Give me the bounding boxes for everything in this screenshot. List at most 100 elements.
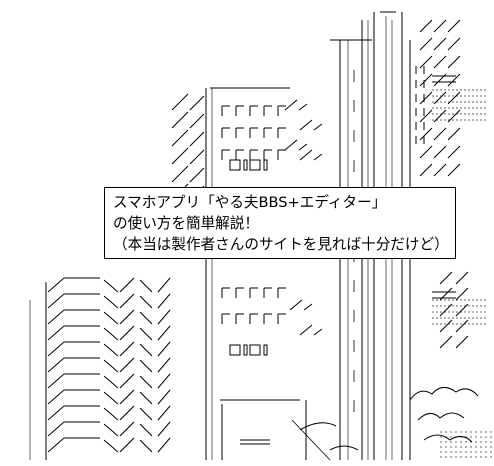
art-stroke — [47, 309, 65, 325]
art-stroke — [433, 19, 447, 33]
art-stroke — [419, 73, 433, 87]
art-curve — [423, 434, 473, 443]
art-stroke — [298, 143, 308, 151]
art-stroke — [47, 341, 65, 357]
art-stroke — [157, 357, 171, 373]
art-stroke — [47, 389, 65, 405]
caption-line-2: の使い方を簡単解説！ — [113, 215, 259, 232]
art-stroke — [139, 407, 153, 421]
art-stroke — [291, 419, 331, 461]
art-stroke — [47, 277, 65, 293]
art-stroke — [139, 375, 153, 389]
art-stroke — [284, 139, 298, 151]
art-stroke — [119, 437, 135, 453]
art-stroke — [284, 99, 298, 111]
art-stroke — [139, 343, 153, 357]
caption-box: スマホアプリ「やる夫BBS+エディター」 の使い方を簡単解説！ （本当は製作者さ… — [104, 187, 456, 259]
art-stroke — [419, 109, 433, 123]
art-stroke — [189, 167, 205, 183]
art-stroke — [447, 145, 461, 159]
art-stroke — [419, 55, 433, 69]
art-stroke — [157, 405, 171, 421]
art-stroke — [157, 309, 171, 325]
art-stroke — [433, 37, 447, 51]
art-window — [229, 159, 241, 171]
art-stroke — [171, 147, 189, 165]
art-stroke — [47, 293, 65, 309]
art-stroke — [47, 405, 65, 421]
art-stroke — [157, 421, 171, 437]
art-stroke — [455, 319, 469, 333]
art-stroke — [139, 359, 153, 373]
art-stroke — [119, 357, 135, 373]
art-stroke — [103, 327, 119, 341]
art-stroke — [171, 129, 189, 147]
art-stroke — [439, 335, 453, 349]
art-stroke — [157, 325, 171, 341]
art-stroke — [103, 311, 119, 325]
art-stroke — [447, 73, 461, 87]
art-stroke — [47, 357, 65, 373]
caption-line-1: スマホアプリ「やる夫BBS+エディター」 — [113, 194, 387, 211]
art-stroke — [119, 405, 135, 421]
art-curve — [299, 422, 337, 431]
art-stroke — [171, 111, 189, 129]
art-stroke — [103, 375, 119, 389]
art-stroke — [139, 391, 153, 405]
art-stroke — [189, 95, 205, 111]
art-window — [243, 344, 248, 356]
art-stroke — [47, 437, 65, 453]
art-stroke — [119, 325, 135, 341]
art-stroke — [119, 341, 135, 357]
art-stroke — [299, 149, 313, 161]
art-stroke — [419, 37, 433, 51]
art-window — [263, 344, 268, 356]
art-stroke — [189, 149, 205, 165]
art-window — [229, 344, 241, 356]
art-stroke — [47, 325, 65, 341]
art-stroke — [455, 287, 469, 301]
art-stroke — [103, 359, 119, 373]
art-stroke — [455, 271, 469, 285]
art-stroke — [298, 103, 308, 111]
art-stroke — [447, 163, 461, 177]
art-stroke — [447, 19, 461, 33]
art-stroke — [303, 303, 313, 311]
art-stroke — [47, 421, 65, 437]
art-stroke — [157, 277, 171, 293]
art-stroke — [157, 389, 171, 405]
art-stroke — [439, 271, 453, 285]
art-stroke — [119, 293, 135, 309]
art-stroke — [419, 19, 433, 33]
art-stroke — [171, 165, 189, 183]
art-stroke — [171, 93, 189, 111]
art-stroke — [139, 423, 153, 437]
art-stroke — [47, 373, 65, 389]
art-stroke — [189, 113, 205, 129]
art-stroke — [119, 277, 135, 293]
art-stroke — [119, 373, 135, 389]
art-curve — [329, 445, 359, 451]
art-stroke — [299, 324, 313, 336]
art-stroke — [103, 391, 119, 405]
art-stroke — [157, 437, 171, 453]
art-stroke — [447, 127, 461, 141]
art-stroke — [103, 295, 119, 309]
art-stroke — [419, 127, 433, 141]
art-stroke — [157, 341, 171, 357]
art-stroke — [439, 287, 453, 301]
art-stroke — [119, 389, 135, 405]
art-window — [263, 159, 268, 171]
art-stroke — [157, 373, 171, 389]
art-stroke — [139, 279, 153, 293]
art-stroke — [433, 73, 447, 87]
art-stroke — [103, 407, 119, 421]
art-stroke — [439, 319, 453, 333]
art-stroke — [103, 343, 119, 357]
art-stroke — [103, 279, 119, 293]
art-stroke — [447, 55, 461, 69]
art-stroke — [103, 423, 119, 437]
art-stroke — [119, 309, 135, 325]
art-stroke — [289, 299, 303, 311]
art-curve — [417, 412, 465, 421]
